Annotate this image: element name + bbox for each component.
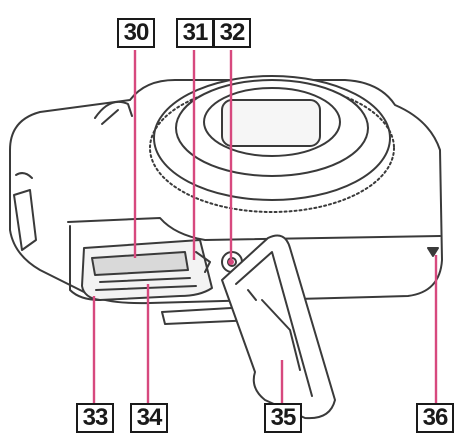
leader-lines [92,50,438,408]
callout-33: 33 [76,403,114,433]
battery-slot-area [91,251,189,276]
battery-cover-shape [221,234,336,420]
lamp-mark [427,247,439,257]
callout-31: 31 [176,18,214,48]
lens-cover [221,99,321,147]
callout-30: 30 [117,18,155,48]
lens-ring-knurl [149,83,395,213]
callout-35: 35 [264,403,302,433]
callout-36: 36 [416,403,454,433]
callout-34: 34 [130,403,168,433]
callout-32: 32 [213,18,251,48]
card-slot-area [99,277,191,283]
bottom-plate [67,217,441,241]
